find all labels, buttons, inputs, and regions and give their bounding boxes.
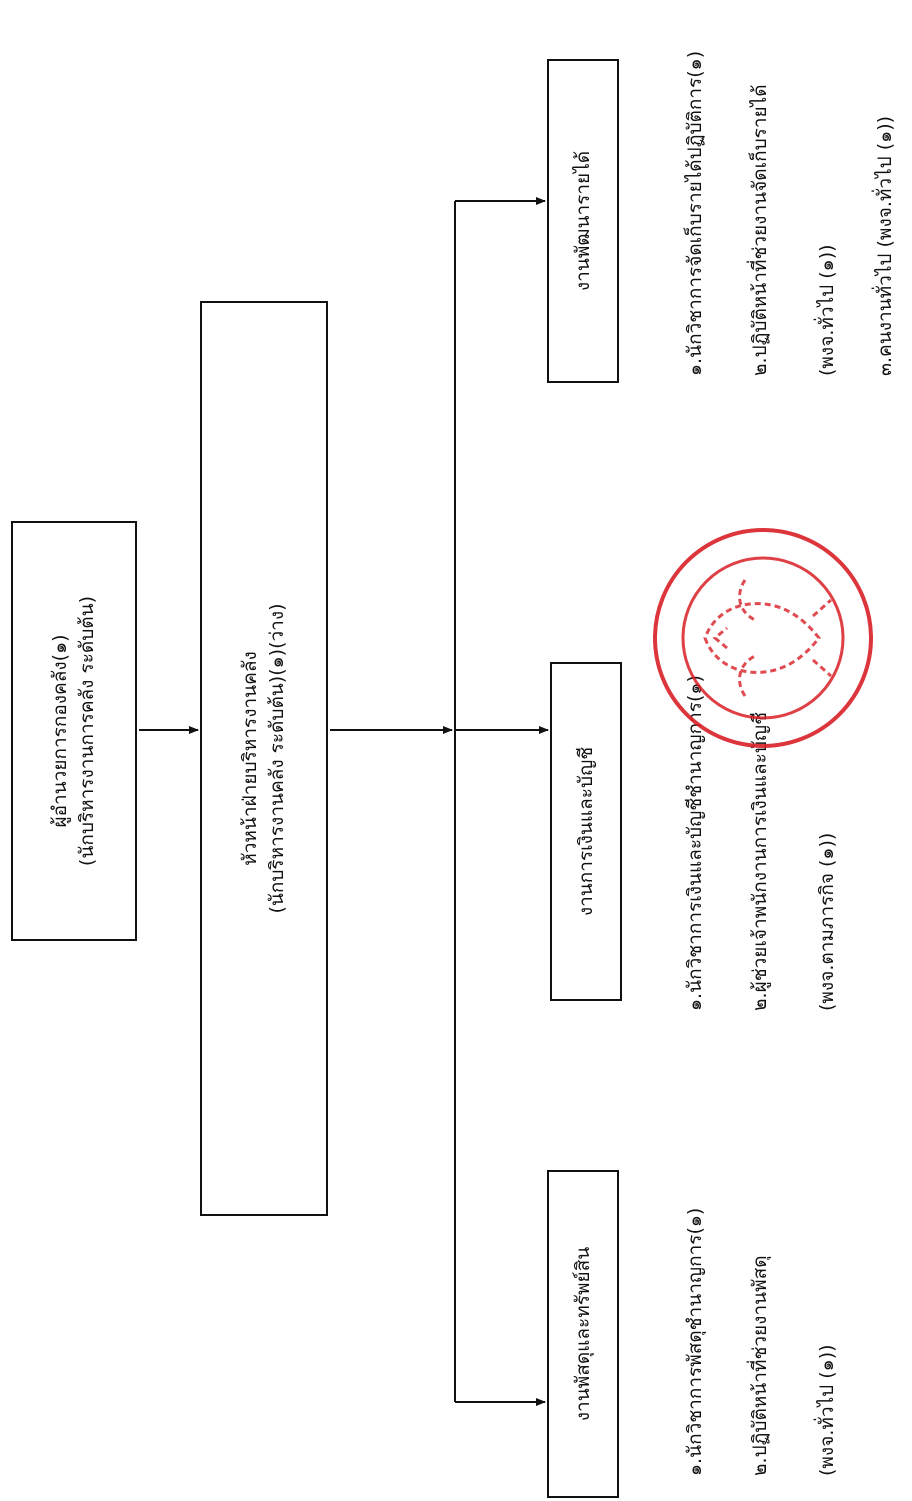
staff-supplies-2: ๒.ปฏิบัติหน้าที่ช่วยงานพัสดุ	[749, 1255, 771, 1476]
head-title: หัวหน้าฝ่ายบริหารงานคลัง	[239, 651, 262, 866]
unit-title-finance: งานการเงินและบัญชี	[574, 746, 597, 917]
staff-finance-2: ๒.ผู้ช่วยเจ้าพนักงานการเงินและบัญชี	[749, 711, 771, 1011]
unit-box-revenue: งานพัฒนารายได้	[547, 59, 619, 383]
staff-supplies-1: ๑.นักวิชาการพัสดุชำนาญการ(๑)	[684, 1207, 706, 1476]
garuda-seal-icon	[653, 528, 873, 748]
staff-revenue-4: ๓.คนงานทั่วไป (พงจ.ทั่วไป (๑))	[874, 115, 896, 376]
staff-revenue-1: ๑.นักวิชาการจัดเก็บรายได้ปฏิบัติการ(๑)	[684, 50, 706, 376]
unit-box-supplies: งานพัสดุและทรัพย์สิน	[547, 1170, 619, 1498]
staff-revenue-3: (พงจ.ทั่วไป (๑))	[816, 244, 838, 376]
director-title: ผู้อำนวยการกองคลัง(๑)	[49, 634, 72, 828]
head-box: หัวหน้าฝ่ายบริหารงานคลัง (นักบริหารงานคล…	[200, 301, 328, 1216]
unit-title-supplies: งานพัสดุและทรัพย์สิน	[571, 1246, 594, 1422]
unit-box-finance: งานการเงินและบัญชี	[550, 662, 622, 1001]
staff-supplies-3: (พงจ.ทั่วไป (๑))	[816, 1344, 838, 1476]
staff-revenue-2: ๒.ปฏิบัติหน้าที่ช่วยงานจัดเก็บรายได้	[749, 84, 771, 376]
director-box: ผู้อำนวยการกองคลัง(๑) (นักบริหารงานการคล…	[11, 521, 137, 941]
staff-finance-3: (พงจ.ตามภารกิจ (๑))	[816, 832, 838, 1011]
head-position: (นักบริหารงานคลัง ระดับต้น)(๑)(ว่าง)	[266, 603, 288, 914]
director-position: (นักบริหารงานการคลัง ระดับต้น)	[76, 595, 98, 867]
unit-title-revenue: งานพัฒนารายได้	[571, 150, 594, 292]
